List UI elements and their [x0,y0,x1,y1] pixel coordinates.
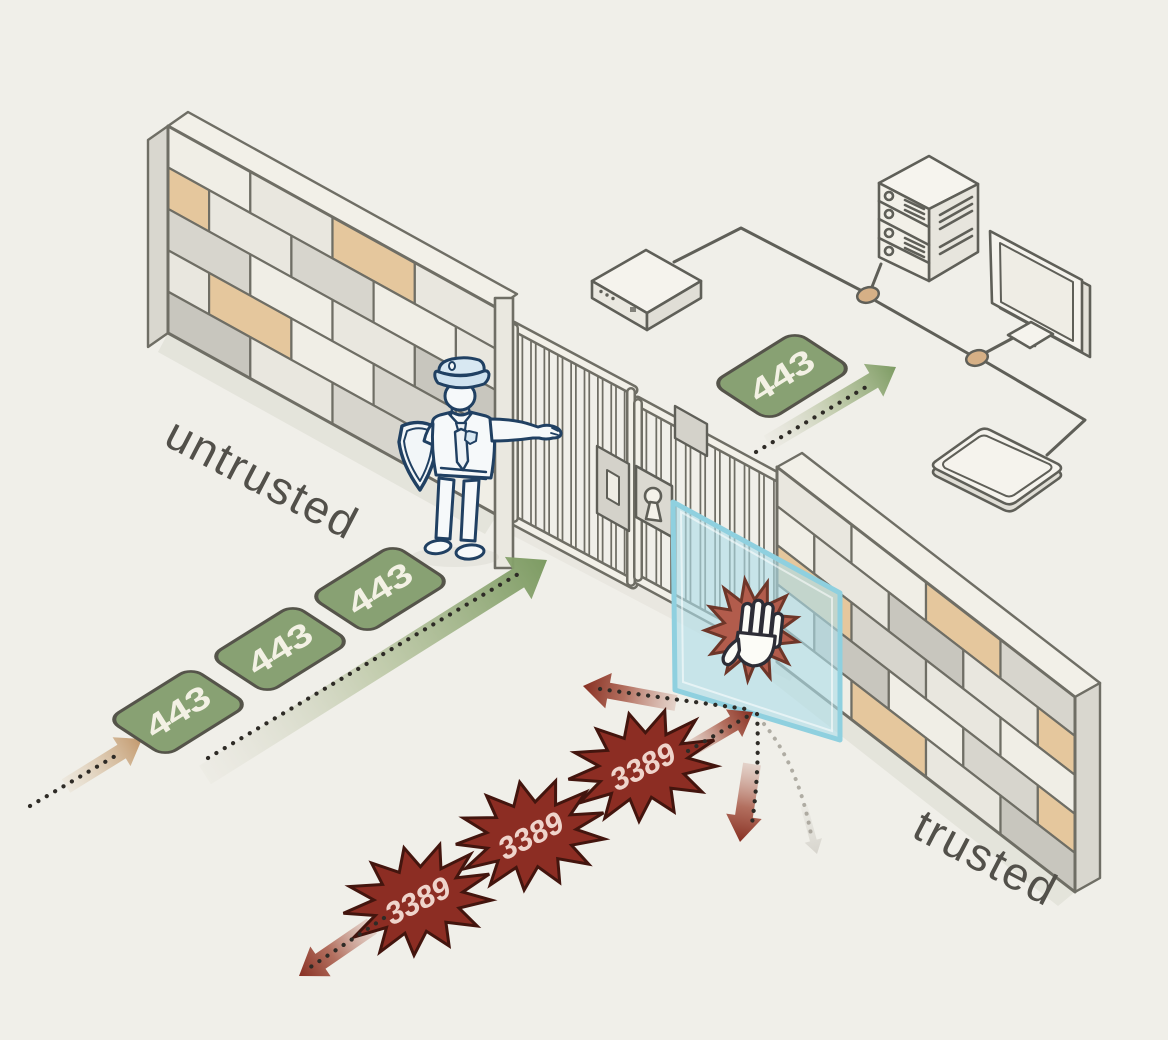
monitor-icon [988,229,1092,359]
incoming-arrow [61,737,142,793]
blocked-trail-dots [685,713,751,754]
allowed-packet: 443 [112,670,244,754]
guard-shoe [454,543,486,561]
latch-slot [606,469,620,506]
allowed-trail-dots [205,567,528,761]
guard-badge-icon [464,430,478,445]
network-node [855,285,881,305]
glass-shield-inner-edge [679,510,833,733]
gate-lock [634,464,674,539]
blocked-trail-dots [748,711,760,833]
stop-hand-icon [721,598,785,668]
allowed-arrow-long [199,556,547,785]
switch-icon [590,248,703,332]
firewall-block-overlay [673,502,840,740]
server-icon [877,154,980,283]
trusted-network [590,154,1092,513]
guard-leg [459,478,481,543]
packet-trail-dots [753,384,869,455]
guard-leg [434,476,456,541]
tablet-icon [931,427,1063,513]
firewall-wall-right [765,451,1102,906]
blocked-packet: 3389 [556,694,729,836]
blocked-packet: 3389 [331,828,504,970]
blocked-flow: 3389 3389 3389 [299,673,822,976]
blocked-trail-dots [303,915,387,973]
network-cable [983,336,1015,355]
network-cable [672,226,868,295]
blocked-trail-dots [597,686,756,713]
network-node [964,348,990,368]
allowed-flow-incoming: 443 443 443 [27,547,547,809]
guard-cap-brim [433,369,491,390]
network-cable [984,360,1087,457]
gate-bracket [673,404,709,458]
guard-icon [397,356,563,567]
incoming-trail-dots [27,749,125,809]
wall-end-face [146,124,170,349]
network-cable [874,299,971,356]
guard-right-arm [488,417,563,443]
guard-shoe [423,538,453,556]
wall-shadow [158,333,497,534]
wall-end-face [1073,681,1102,894]
